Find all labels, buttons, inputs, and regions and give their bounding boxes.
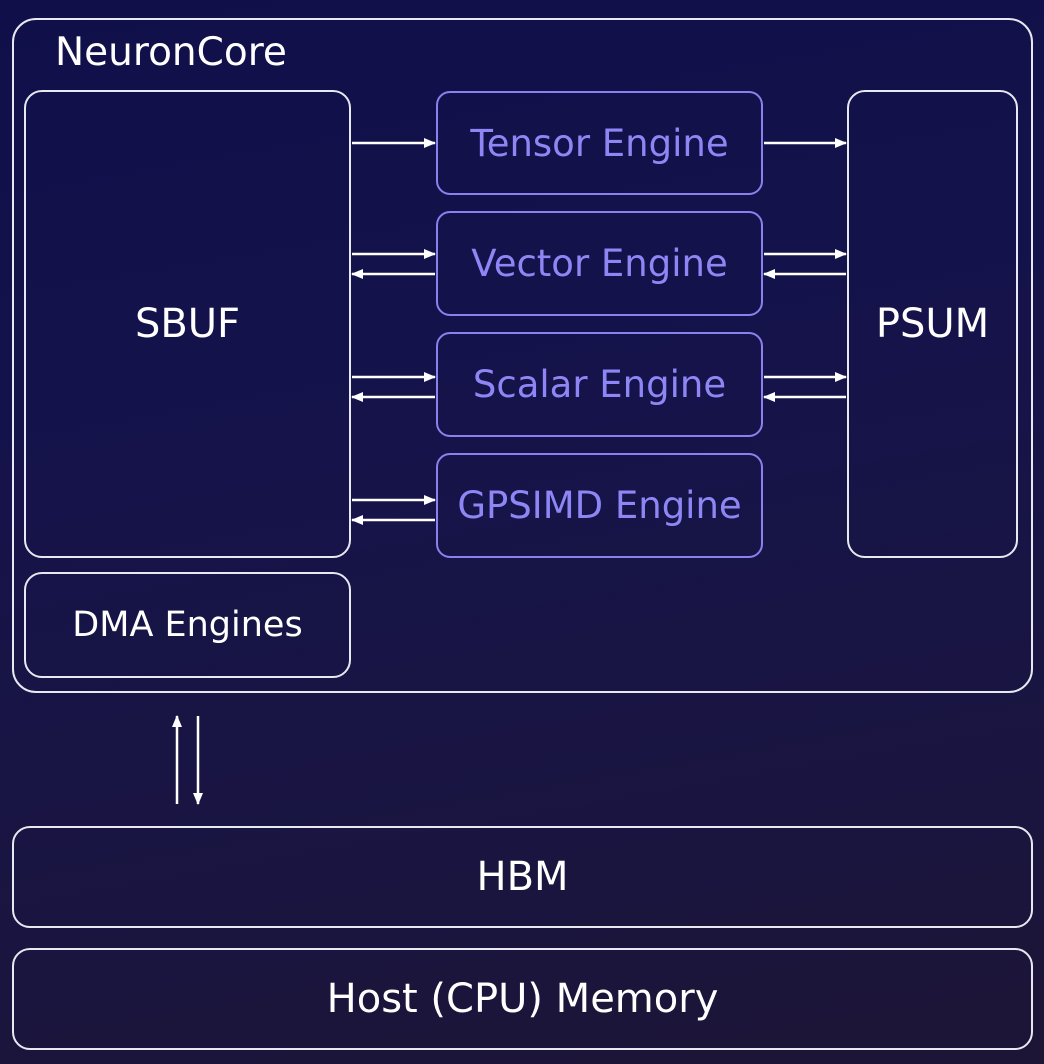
hbm-block: HBM bbox=[12, 826, 1033, 928]
host-memory-label: Host (CPU) Memory bbox=[326, 976, 719, 1022]
gpsimd-engine-block: GPSIMD Engine bbox=[436, 453, 763, 558]
sbuf-label: SBUF bbox=[134, 301, 241, 347]
psum-block: PSUM bbox=[847, 90, 1018, 558]
hbm-label: HBM bbox=[476, 854, 569, 900]
psum-label: PSUM bbox=[875, 301, 990, 347]
gpsimd-engine-label: GPSIMD Engine bbox=[457, 484, 742, 527]
dma-engines-label: DMA Engines bbox=[72, 605, 303, 645]
vector-engine-block: Vector Engine bbox=[436, 211, 763, 316]
tensor-engine-block: Tensor Engine bbox=[436, 91, 763, 195]
neuroncore-container bbox=[12, 18, 1033, 693]
scalar-engine-label: Scalar Engine bbox=[472, 363, 727, 406]
sbuf-block: SBUF bbox=[24, 90, 351, 558]
dma-engines-block: DMA Engines bbox=[24, 572, 351, 678]
scalar-engine-block: Scalar Engine bbox=[436, 332, 763, 437]
vector-engine-label: Vector Engine bbox=[471, 242, 728, 285]
host-memory-block: Host (CPU) Memory bbox=[12, 948, 1033, 1050]
tensor-engine-label: Tensor Engine bbox=[470, 121, 729, 165]
neuroncore-title: NeuronCore bbox=[55, 30, 287, 75]
